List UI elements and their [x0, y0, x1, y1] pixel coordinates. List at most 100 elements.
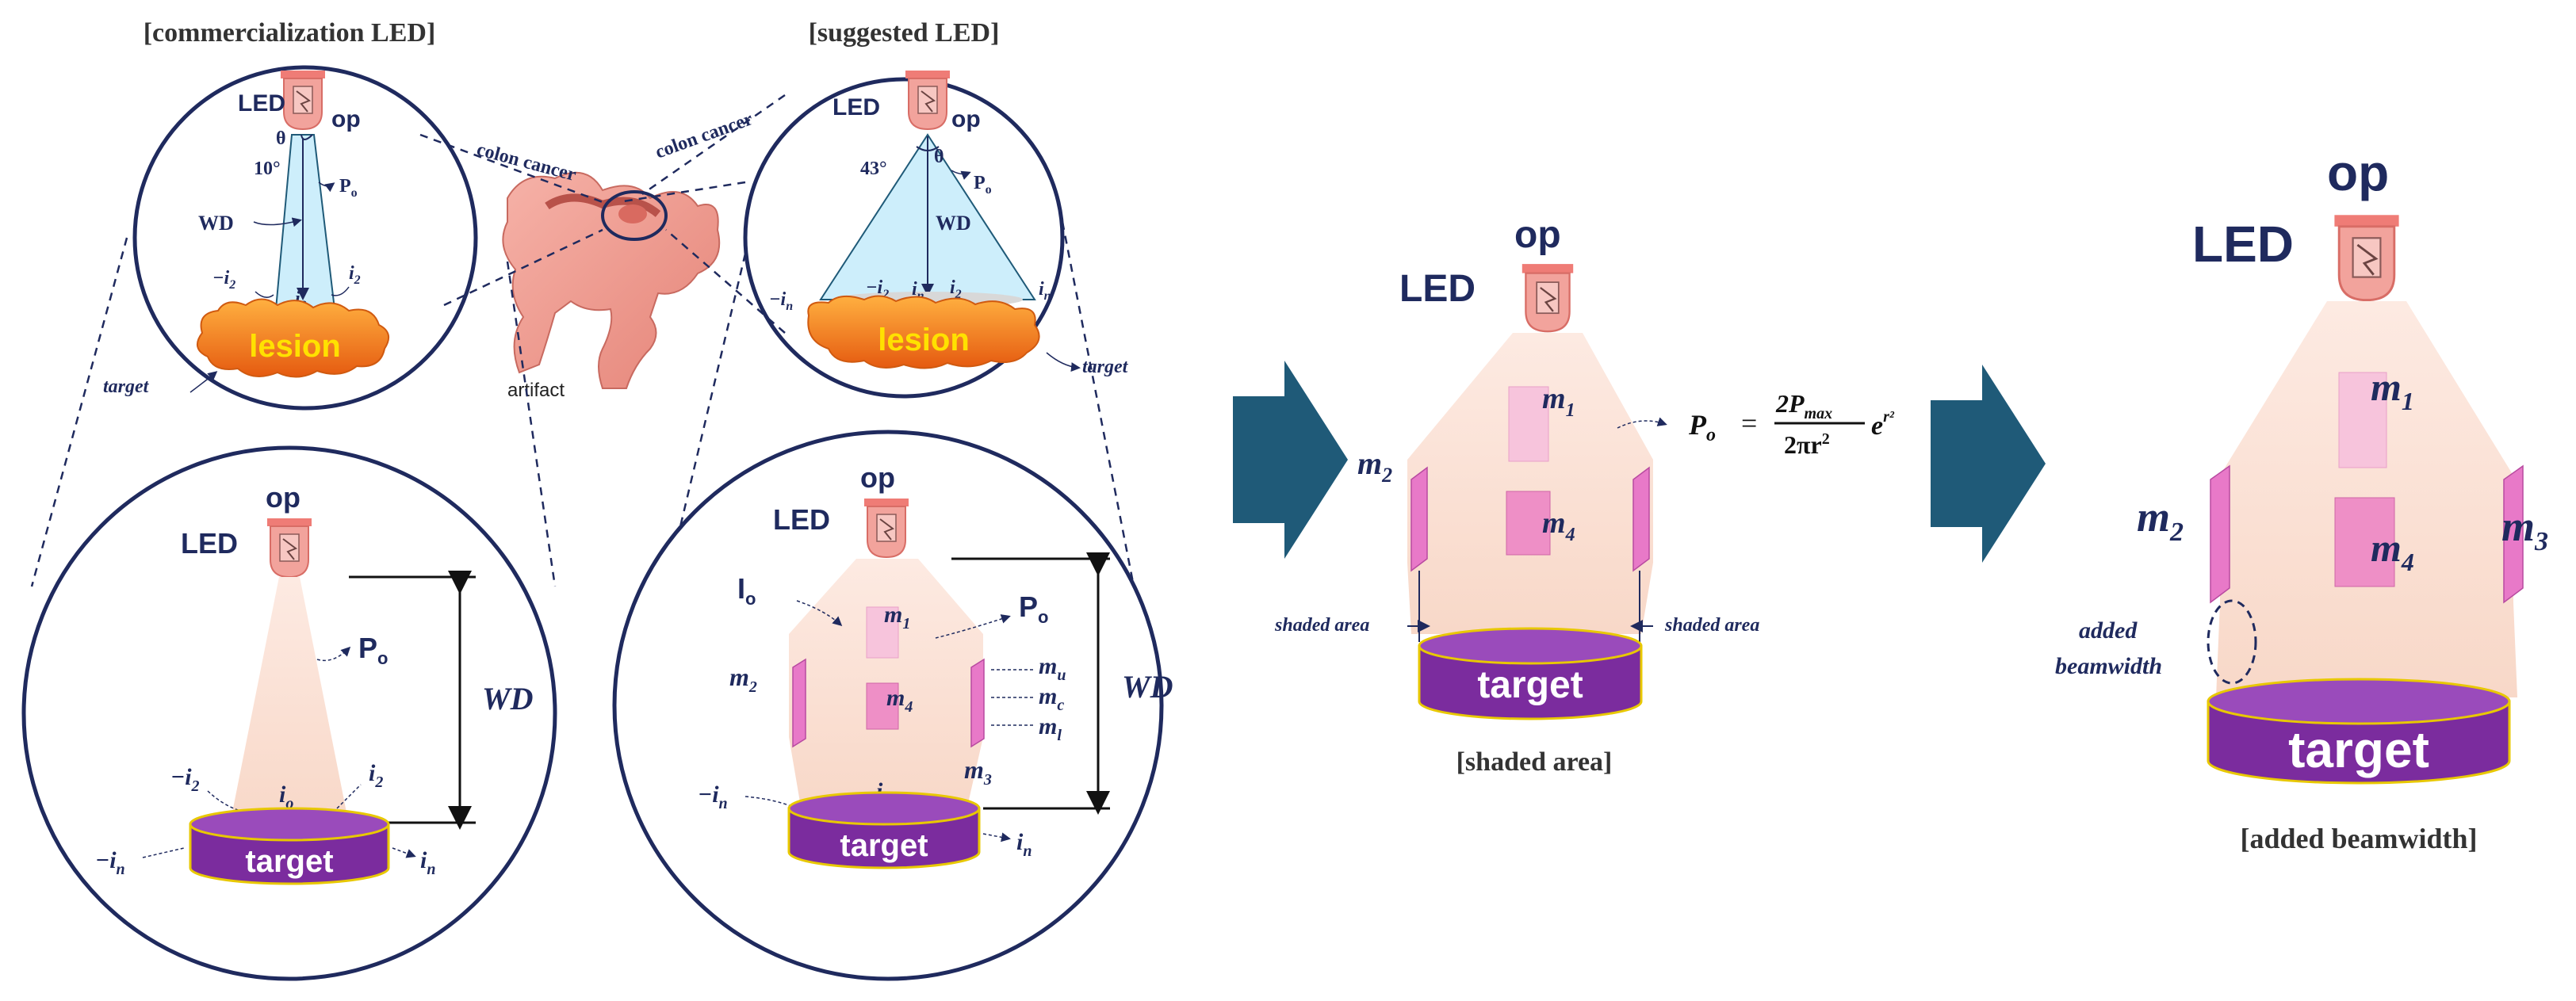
colon-cancer-label-2: colon cancer	[653, 109, 756, 163]
added-beamwidth-label-1: added	[2079, 617, 2138, 644]
flow-arrow-2	[1931, 365, 2046, 563]
i2-label: i2	[349, 263, 361, 287]
m4-label: m4	[886, 685, 913, 716]
led-label: LED	[181, 527, 238, 560]
angle-10-label: 10°	[254, 159, 281, 179]
target-label-small: target	[103, 376, 150, 397]
led-label: LED	[1399, 268, 1476, 310]
shaded-area-left-label: shaded area	[1274, 615, 1369, 636]
in-center: in	[912, 279, 924, 303]
formula-denominator: 2πr2	[1784, 430, 1830, 459]
led-label: LED	[238, 90, 285, 117]
target-label: target	[2288, 721, 2429, 778]
narrow-beam-cone	[230, 577, 349, 824]
power-formula: Po = 2Pmax 2πr2 er²	[1688, 389, 1895, 459]
dashed-connectors	[30, 94, 1135, 587]
led-label: LED	[2192, 216, 2294, 273]
m2-label: m2	[1357, 445, 1392, 487]
wd-label: WD	[936, 212, 971, 235]
colon-cancer-label-1: colon cancer	[474, 139, 578, 185]
flow-arrow-1	[1233, 361, 1348, 559]
suggested-led-detail: LED op θ 43° Po WD −in −i2 in i2 in lesi…	[743, 70, 1129, 399]
beam-cone	[1407, 333, 1653, 634]
led-icon	[905, 70, 951, 130]
ml-label: ml	[1039, 713, 1062, 744]
m4-label: m4	[2371, 525, 2414, 576]
i2-label: i2	[950, 277, 962, 301]
artifact-label: artifact	[507, 380, 565, 401]
lesion-blob	[807, 295, 1040, 369]
formula-exp: er²	[1871, 408, 1895, 441]
op-label: op	[860, 461, 895, 494]
po-label: Po	[974, 173, 992, 197]
wd-label: WD	[482, 681, 533, 716]
lesion-label: lesion	[878, 323, 970, 357]
io-label: Io	[737, 572, 756, 609]
op-label: op	[1514, 214, 1561, 256]
op-label: op	[951, 106, 981, 132]
led-icon	[280, 70, 326, 130]
target-label: target	[245, 844, 333, 879]
commercial-beam-model: op LED Po WD −i2 io i2 target −in in	[21, 445, 557, 981]
theta-label: θ	[276, 128, 286, 149]
shaded-area-panel: op LED m1 m4 m2 Po = 2Pmax 2πr2 er² shad…	[1274, 214, 1895, 777]
commercial-led-detail: LED op θ 10° Po WD −i2 i0 i2 lesion targ…	[103, 65, 478, 411]
po-label: Po	[1019, 590, 1048, 627]
minus-in-label: −in	[698, 781, 728, 812]
m2-label: m2	[2137, 493, 2184, 547]
mu-label: mu	[1039, 653, 1066, 684]
formula-lhs: Po	[1688, 409, 1716, 445]
lesion-label: lesion	[249, 329, 341, 364]
formula-numerator: 2Pmax	[1775, 389, 1832, 422]
title-commercial: [commercialization LED]	[144, 18, 436, 48]
added-beamwidth-panel: op LED m1 m4 m2 m3 added beamwidth targe…	[2055, 144, 2548, 854]
in-label: in	[420, 847, 435, 878]
target-label: target	[840, 828, 928, 863]
minus-i2-label: −i2	[866, 277, 889, 301]
i2-label: i2	[369, 760, 383, 791]
in-right: in	[1039, 279, 1051, 303]
title-suggested: [suggested LED]	[809, 18, 1000, 48]
led-label: LED	[833, 94, 880, 120]
op-label: op	[331, 106, 361, 132]
minus-i2-label: −i2	[212, 268, 235, 292]
op-label: op	[266, 481, 300, 514]
theta-label: θ	[934, 147, 944, 167]
shaded-area-right-label: shaded area	[1664, 615, 1759, 636]
shaded-area-title: [shaded area]	[1456, 747, 1613, 777]
target-label-small: target	[1082, 357, 1129, 377]
mc-label: mc	[1039, 683, 1064, 714]
i0-label: io	[279, 781, 293, 812]
m4-label: m4	[1542, 506, 1575, 545]
po-label: Po	[339, 176, 358, 200]
po-label: Po	[358, 632, 388, 668]
added-beamwidth-label-2: beamwidth	[2055, 653, 2162, 679]
minus-i2-label: −i2	[170, 764, 200, 795]
target-label: target	[1477, 664, 1583, 706]
angle-43-label: 43°	[860, 159, 887, 179]
m1-label: m1	[2371, 365, 2414, 415]
wd-label: WD	[1122, 669, 1173, 705]
colon-illustration: colon cancer colon cancer artifact	[474, 109, 756, 401]
m1-label: m1	[1542, 382, 1575, 421]
op-label: op	[2327, 144, 2389, 201]
suggested-beam-model: op LED m1 m4 m2 m3 Io Po mu mc ml WD −in	[612, 430, 1173, 981]
lesion-blob	[196, 298, 390, 378]
led-label: LED	[773, 503, 830, 536]
led-icon	[2333, 213, 2401, 302]
led-icon	[266, 518, 312, 578]
added-beamwidth-title: [added beamwidth]	[2240, 823, 2477, 854]
minus-in-left: −in	[769, 289, 793, 313]
in-label: in	[1016, 829, 1032, 860]
wd-label: WD	[198, 212, 234, 235]
colon-cancer-circle	[601, 190, 668, 241]
formula-eq: =	[1741, 407, 1757, 439]
added-beamwidth-ellipse	[2207, 599, 2257, 685]
m1-label: m1	[884, 602, 910, 632]
target-cylinder	[1418, 644, 1643, 720]
m3-label: m3	[2501, 502, 2548, 556]
led-icon	[1521, 262, 1575, 333]
minus-in-label: −in	[95, 847, 125, 878]
